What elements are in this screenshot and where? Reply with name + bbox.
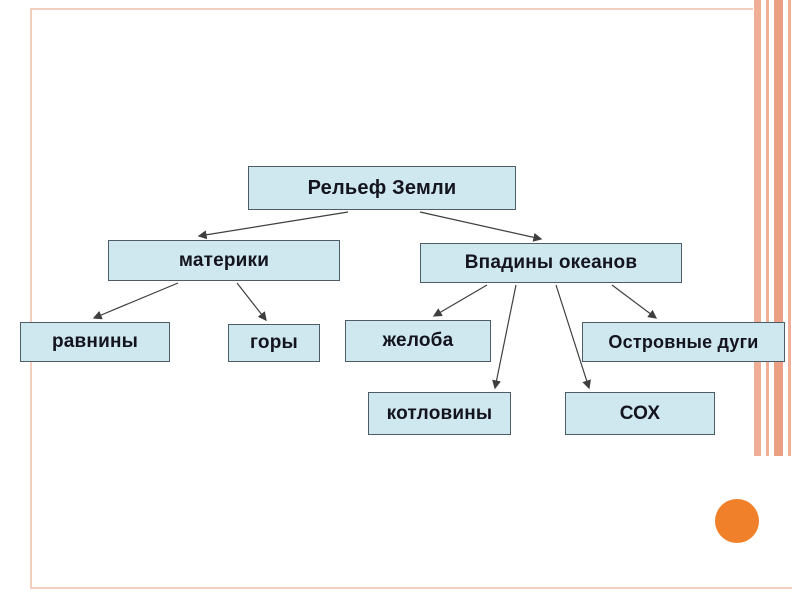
- frame-top-line: [30, 8, 753, 10]
- node-label: Островные дуги: [608, 331, 759, 352]
- node-ocean-basins: Впадины океанов: [420, 243, 682, 283]
- right-stripe: [774, 0, 783, 456]
- frame-bottom-line: [30, 587, 792, 589]
- node-mid-ocean-ridge: СОХ: [565, 392, 715, 435]
- right-stripe: [754, 0, 761, 456]
- node-label: горы: [250, 332, 298, 353]
- orange-circle-decoration: [715, 499, 759, 543]
- node-plains: равнины: [20, 322, 170, 362]
- frame-left-line: [30, 8, 32, 588]
- node-basins: котловины: [368, 392, 511, 435]
- node-label: равнины: [51, 331, 139, 352]
- node-label: Рельеф Земли: [307, 176, 457, 199]
- node-label: котловины: [386, 402, 493, 424]
- right-stripe: [788, 0, 791, 456]
- node-continents: материки: [108, 240, 340, 281]
- node-label: материки: [178, 249, 270, 271]
- node-label: желоба: [382, 330, 454, 351]
- right-stripe: [766, 0, 769, 456]
- node-island-arcs: Островные дуги: [582, 322, 785, 362]
- node-label: СОХ: [619, 402, 661, 424]
- node-trenches: желоба: [345, 320, 491, 362]
- node-label: Впадины океанов: [464, 252, 638, 273]
- node-mountains: горы: [228, 324, 320, 362]
- node-relief-of-earth: Рельеф Земли: [248, 166, 516, 210]
